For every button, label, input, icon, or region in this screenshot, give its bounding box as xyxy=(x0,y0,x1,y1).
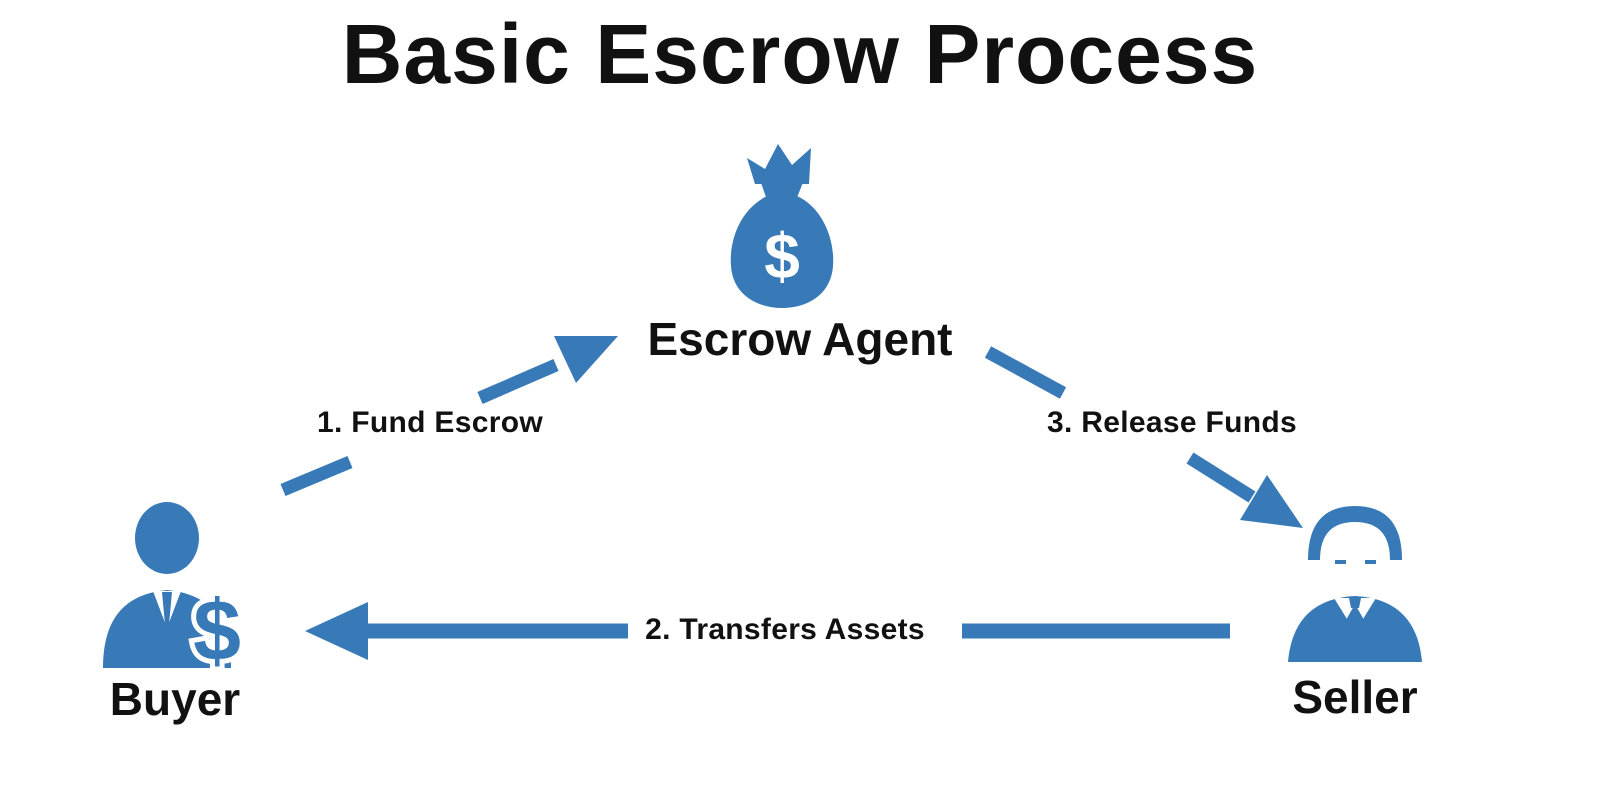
step-1-label: 1. Fund Escrow xyxy=(317,406,543,439)
money-bag-icon: $ xyxy=(730,144,834,308)
seller-label: Seller xyxy=(1292,671,1418,723)
release-funds-arrow xyxy=(984,346,1303,528)
seller-person-icon xyxy=(1288,506,1422,662)
dollar-sign-glyph: $ xyxy=(193,583,241,668)
fund-escrow-arrow xyxy=(280,336,618,496)
buyer-person-icon: $ xyxy=(103,502,246,668)
diagram-title: Basic Escrow Process xyxy=(341,7,1259,101)
transfers-assets-arrow xyxy=(305,602,1230,660)
dollar-sign-glyph: $ xyxy=(764,220,800,292)
buyer-label: Buyer xyxy=(109,673,241,725)
step-3-label: 3. Release Funds xyxy=(1047,406,1297,439)
step-2-label: 2. Transfers Assets xyxy=(645,613,925,646)
escrow-agent-label: Escrow Agent xyxy=(647,313,953,365)
